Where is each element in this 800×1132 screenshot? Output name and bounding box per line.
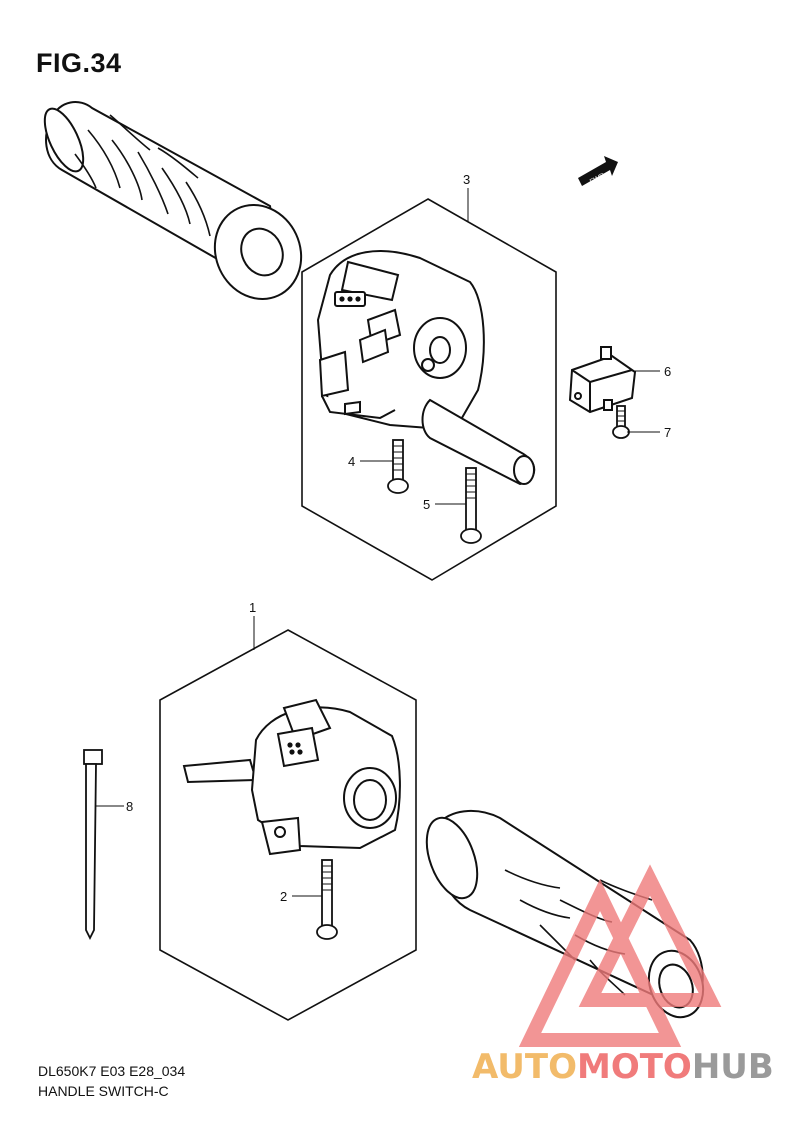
- callout-2: 2: [280, 889, 322, 904]
- callout-7: 7: [627, 425, 671, 440]
- right-handle-switch: [316, 250, 536, 486]
- callout-1: 1: [249, 600, 256, 650]
- screw-4: [387, 439, 409, 494]
- screw-7: [612, 405, 630, 439]
- watermark-part-moto: MOTO: [576, 1047, 692, 1087]
- assembly-frame-upper: [301, 198, 557, 581]
- watermark-logo-icon: [518, 864, 722, 1047]
- figure-title: FIG.34: [36, 48, 122, 78]
- model-code: DL650K7 E03 E28_034: [38, 1063, 186, 1079]
- callout-7-label: 7: [664, 425, 671, 440]
- callout-8-label: 8: [126, 799, 133, 814]
- cable-tie: [83, 749, 103, 941]
- callout-3-label: 3: [463, 172, 470, 187]
- callout-2-label: 2: [280, 889, 287, 904]
- callout-4-label: 4: [348, 454, 355, 469]
- callout-3: 3: [463, 172, 470, 222]
- watermark-part-auto: AUTO: [472, 1047, 577, 1087]
- fwd-arrow-icon: [578, 156, 618, 186]
- diagram-caption: HANDLE SWITCH-C: [38, 1083, 169, 1099]
- callout-6-label: 6: [664, 364, 671, 379]
- callout-1-label: 1: [249, 600, 256, 615]
- screw-5: [460, 467, 482, 544]
- relay-unit: [568, 346, 637, 414]
- watermark-text: AUTOMOTOHUB: [472, 1047, 774, 1087]
- callout-4: 4: [348, 454, 393, 469]
- watermark-part-hub: HUB: [691, 1047, 774, 1087]
- callout-5: 5: [423, 497, 466, 512]
- assembly-frame-lower: [159, 629, 417, 1021]
- screw-2: [316, 859, 338, 940]
- callout-5-label: 5: [423, 497, 430, 512]
- callout-8: 8: [95, 799, 133, 814]
- left-grip-rubber: [43, 101, 303, 300]
- left-handle-switch: [182, 698, 401, 856]
- callout-6: 6: [632, 364, 671, 379]
